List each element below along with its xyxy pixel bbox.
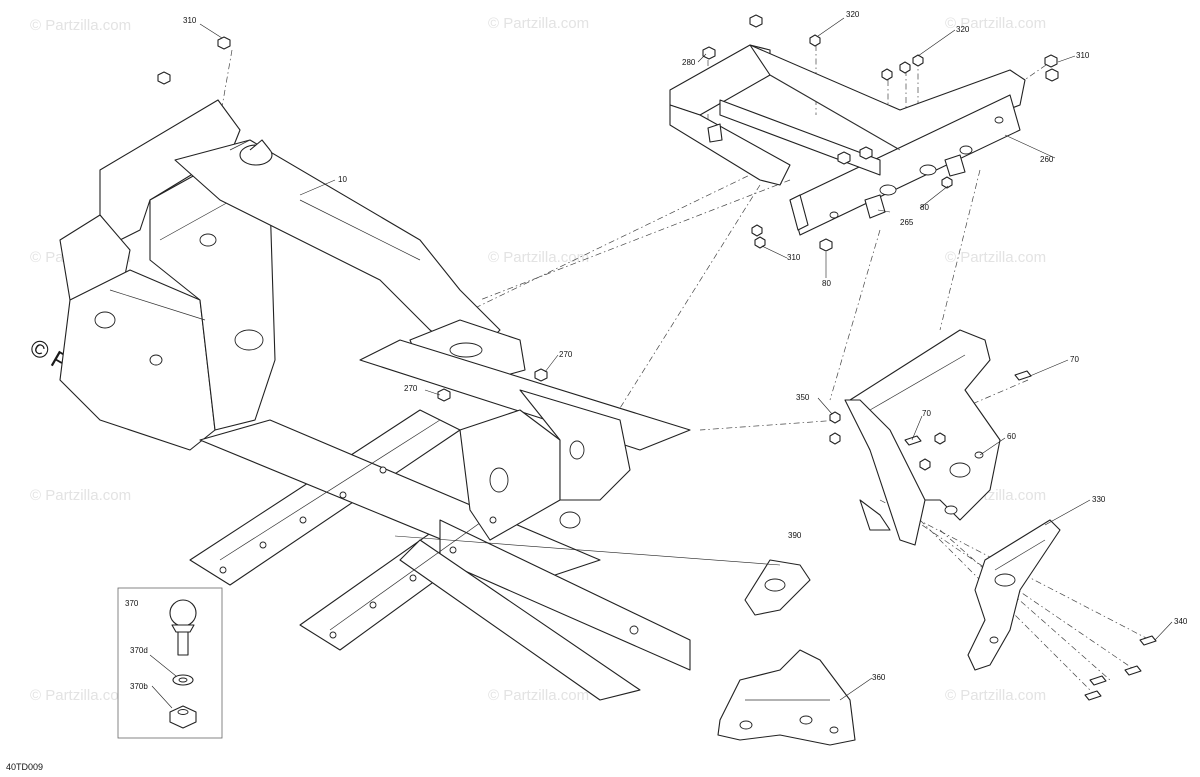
callout-10: 10 <box>338 175 347 184</box>
callout-360: 360 <box>872 673 886 682</box>
callout-265: 265 <box>900 218 914 227</box>
watermark-text: © Partzilla.com <box>30 17 131 34</box>
rear-crossmember <box>669 44 1026 236</box>
callout-labels: 310 10 280 320 320 310 260 265 80 310 80… <box>125 10 1188 691</box>
leader-lines <box>149 17 1173 709</box>
callout-320: 320 <box>956 25 970 34</box>
callout-60: 60 <box>1007 432 1016 441</box>
callout-80: 80 <box>822 279 831 288</box>
callout-340: 340 <box>1174 617 1188 626</box>
lower-bracket <box>717 649 856 746</box>
watermark-text: © Partzilla.com <box>30 687 131 704</box>
watermark-text: © Partzilla.com <box>945 687 1046 704</box>
drawing-code: 40TD009 <box>6 762 43 772</box>
watermark-text: © Partzilla.com <box>488 687 589 704</box>
callout-270: 270 <box>404 384 418 393</box>
watermark-text: © Partzilla.com <box>488 249 589 266</box>
callout-370b: 370b <box>130 682 148 691</box>
callout-370: 370 <box>125 599 139 608</box>
main-frame <box>59 99 691 701</box>
callout-70: 70 <box>1070 355 1079 364</box>
callout-260: 260 <box>1040 155 1054 164</box>
callout-280: 280 <box>682 58 696 67</box>
hitch-bracket <box>844 329 1001 546</box>
callout-310: 310 <box>1076 51 1090 60</box>
callout-320: 320 <box>846 10 860 19</box>
watermark-text: © Partzilla.com <box>945 15 1046 32</box>
callout-310: 310 <box>183 16 197 25</box>
callout-390: 390 <box>788 531 802 540</box>
watermark-text: © Partzilla.com <box>30 487 131 504</box>
support-plate <box>967 519 1061 671</box>
hitch-ball-inset <box>117 587 223 739</box>
gasket <box>744 559 811 616</box>
callout-70: 70 <box>922 409 931 418</box>
callout-80: 80 <box>920 203 929 212</box>
watermark-text: © Partzilla.com <box>945 249 1046 266</box>
callout-330: 330 <box>1092 495 1106 504</box>
callout-350: 350 <box>796 393 810 402</box>
callout-370d: 370d <box>130 646 148 655</box>
fasteners <box>157 14 1157 701</box>
callout-310: 310 <box>787 253 801 262</box>
watermark-text: © Partzilla.com <box>488 15 589 32</box>
callout-270: 270 <box>559 350 573 359</box>
